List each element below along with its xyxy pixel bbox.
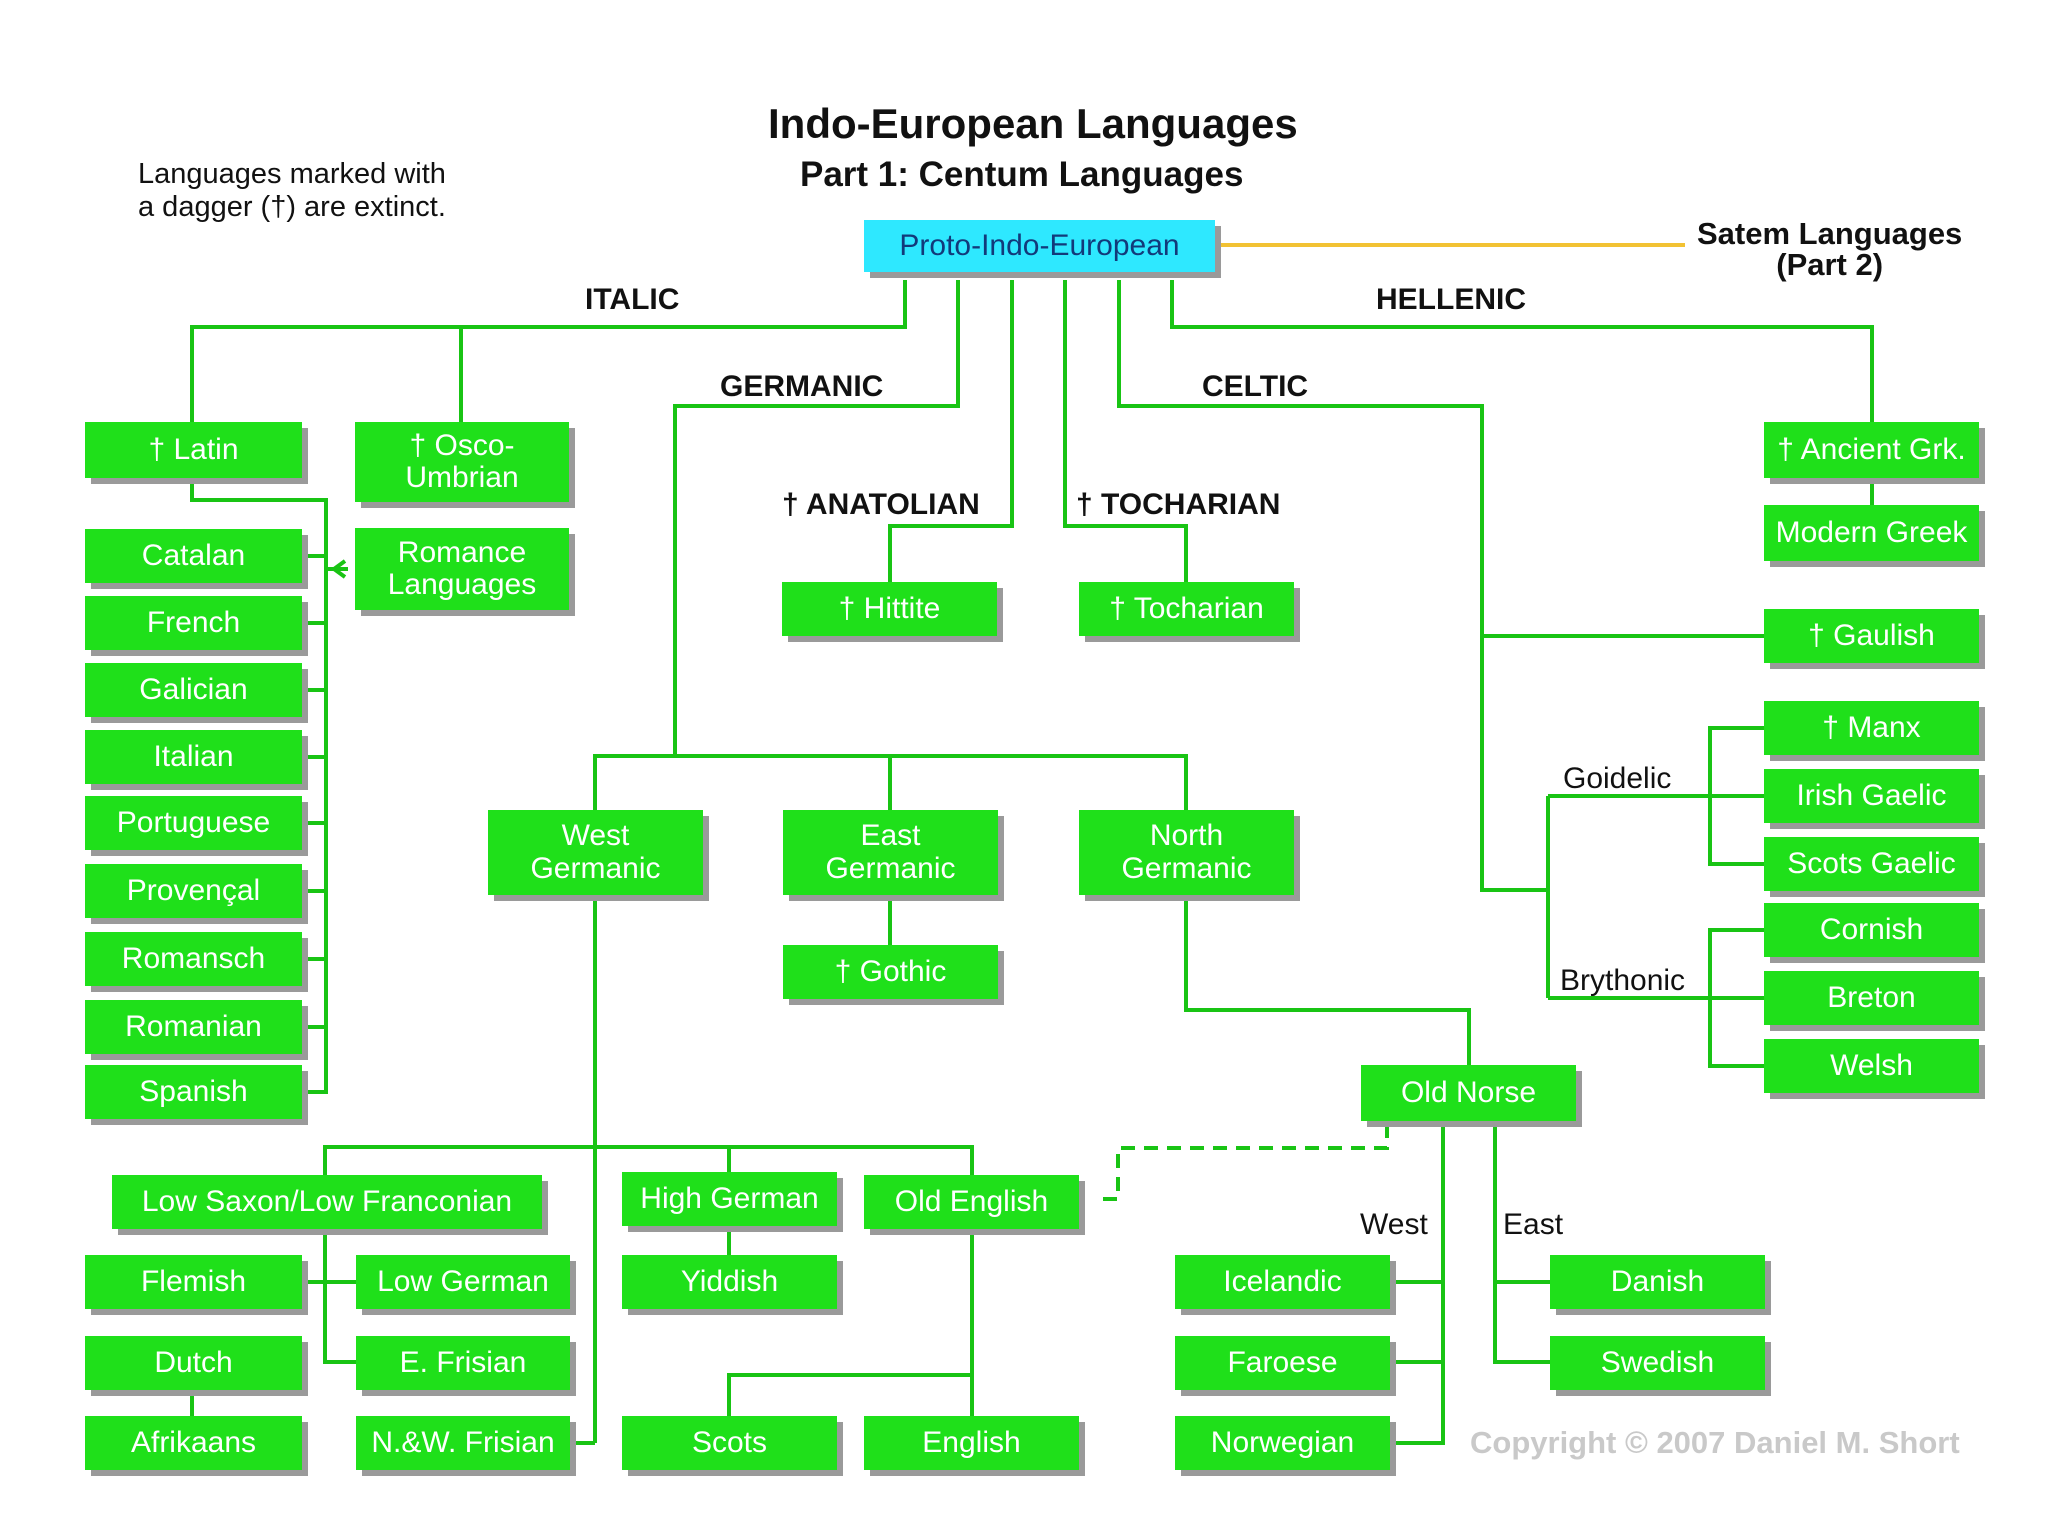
node-old-english: Old English [864,1175,1079,1229]
node-osco-umbrian: † Osco- Umbrian [355,422,569,502]
node-italian: Italian [85,730,302,784]
node-cornish: Cornish [1764,903,1979,957]
satem-languages-label: Satem Languages (Part 2) [1697,216,1963,282]
node-portuguese: Portuguese [85,796,302,850]
node-latin: † Latin [85,422,302,478]
node-romanian: Romanian [85,1000,302,1054]
node-swedish: Swedish [1550,1336,1765,1390]
node-icelandic: Icelandic [1175,1255,1390,1309]
diagram-subtitle: Part 1: Centum Languages [800,155,1244,194]
node-irish-gaelic: Irish Gaelic [1764,769,1979,823]
node-provencal: Provençal [85,864,302,918]
branch-east-norse: East [1503,1208,1564,1241]
branch-germanic: GERMANIC [720,370,884,403]
node-manx: † Manx [1764,701,1979,755]
node-english: English [864,1416,1079,1470]
node-e-frisian: E. Frisian [356,1336,570,1390]
branch-tocharian: † TOCHARIAN [1076,488,1281,521]
node-high-german: High German [622,1172,837,1226]
node-yiddish: Yiddish [622,1255,837,1309]
branch-celtic: CELTIC [1202,370,1309,403]
node-gothic: † Gothic [783,945,998,999]
node-scots: Scots [622,1416,837,1470]
node-ancient-greek: † Ancient Grk. [1764,422,1979,478]
node-norwegian: Norwegian [1175,1416,1390,1470]
node-faroese: Faroese [1175,1336,1390,1390]
branch-west-norse: West [1360,1208,1428,1241]
node-welsh: Welsh [1764,1039,1979,1093]
node-hittite: † Hittite [782,582,997,636]
node-afrikaans: Afrikaans [85,1416,302,1470]
copyright-notice: Copyright © 2007 Daniel M. Short [1470,1425,1960,1460]
diagram-title: Indo-European Languages [768,100,1298,147]
branch-hellenic: HELLENIC [1376,283,1526,316]
node-west-germanic: West Germanic [488,810,703,895]
node-danish: Danish [1550,1255,1765,1309]
node-old-norse: Old Norse [1361,1065,1576,1121]
node-low-saxon-low-franconian: Low Saxon/Low Franconian [112,1175,542,1229]
branch-anatolian: † ANATOLIAN [782,488,980,521]
node-galician: Galician [85,663,302,717]
node-french: French [85,596,302,650]
node-proto-indo-european: Proto-Indo-European [864,220,1215,272]
extinct-note: Languages marked with a dagger (†) are e… [138,158,446,223]
node-east-germanic: East Germanic [783,810,998,895]
node-modern-greek: Modern Greek [1764,505,1979,561]
node-tocharian: † Tocharian [1079,582,1294,636]
node-catalan: Catalan [85,529,302,583]
node-flemish: Flemish [85,1255,302,1309]
node-breton: Breton [1764,971,1979,1025]
branch-goidelic: Goidelic [1563,762,1672,795]
node-spanish: Spanish [85,1065,302,1119]
branch-brythonic: Brythonic [1560,964,1686,997]
node-nw-frisian: N.&W. Frisian [356,1416,570,1470]
node-romance-languages: Romance Languages [355,528,569,610]
node-gaulish: † Gaulish [1764,609,1979,663]
branch-italic: ITALIC [585,283,680,316]
node-romansch: Romansch [85,932,302,986]
node-scots-gaelic: Scots Gaelic [1764,837,1979,891]
node-north-germanic: North Germanic [1079,810,1294,895]
node-low-german: Low German [356,1255,570,1309]
node-dutch: Dutch [85,1336,302,1390]
